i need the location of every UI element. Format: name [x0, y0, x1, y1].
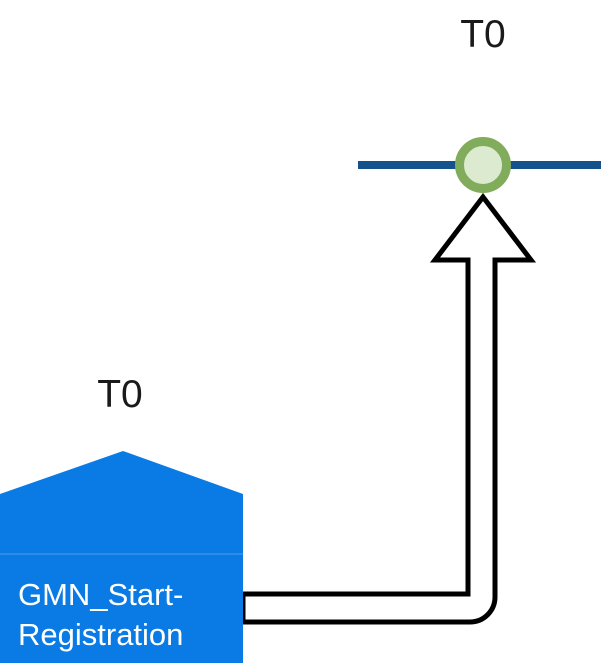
task-shape[interactable] [0, 451, 243, 663]
lane-line-group [358, 161, 601, 169]
event-label: T0 [460, 13, 506, 56]
connector-arrow-outline[interactable] [240, 192, 537, 625]
connector-arrow[interactable] [240, 192, 537, 625]
task-label-line-1: GMN_Start- [18, 577, 183, 612]
intermediate-event-node[interactable] [455, 137, 511, 193]
lane-line-right-segment [478, 161, 601, 169]
event-circle-ring[interactable] [455, 137, 511, 193]
task-label: T0 [97, 373, 143, 416]
task-node[interactable]: GMN_Start- Registration [0, 451, 243, 663]
lane-line-left-segment [358, 161, 488, 169]
task-label-line-2: Registration [18, 617, 183, 652]
